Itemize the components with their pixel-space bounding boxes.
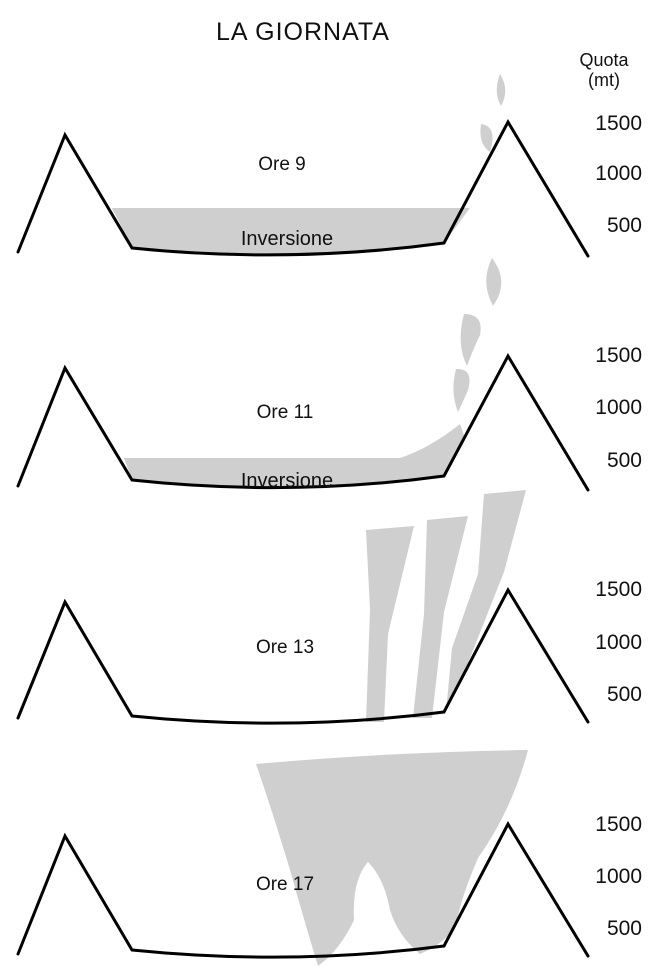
valley-profile [16, 118, 590, 258]
altitude-unit-label: Quota [579, 50, 629, 70]
valley-profile [16, 820, 590, 959]
thermal-column [446, 490, 526, 712]
thermal-bubble [460, 314, 481, 366]
altitude-tick-1500: 1500 [595, 112, 642, 135]
thermal-bubble [453, 368, 470, 412]
valley-profile [16, 352, 590, 492]
thermal-column [413, 516, 468, 718]
altitude-tick-1000: 1000 [595, 396, 642, 419]
inversion-label: Inversione [241, 228, 333, 250]
diagram-title: LA GIORNATA [216, 18, 390, 46]
altitude-tick-1000: 1000 [595, 631, 642, 654]
panel-ore-17: Ore 17 1500 1000 500 [16, 750, 642, 966]
time-label: Ore 17 [256, 874, 314, 895]
time-label: Ore 11 [257, 402, 314, 423]
altitude-tick-500: 500 [607, 214, 642, 237]
inversion-layer [124, 424, 465, 487]
altitude-tick-1000: 1000 [595, 865, 642, 888]
thermal-bubble [486, 258, 502, 306]
altitude-tick-1500: 1500 [595, 344, 642, 367]
altitude-tick-1500: 1500 [595, 578, 642, 601]
altitude-tick-1000: 1000 [595, 162, 642, 185]
altitude-tick-1500: 1500 [595, 813, 642, 836]
thermal-bubble [480, 124, 493, 152]
panel-ore-11: Ore 11 Inversione 1500 1000 500 [16, 258, 642, 492]
panel-ore-13: Ore 13 1500 1000 500 [16, 490, 642, 725]
altitude-tick-500: 500 [607, 449, 642, 472]
thermal-bubble [496, 74, 506, 106]
altitude-tick-500: 500 [607, 683, 642, 706]
valley-profile [16, 586, 590, 725]
time-label: Ore 13 [256, 637, 314, 658]
convection-cell [256, 750, 528, 966]
inversion-label: Inversione [241, 470, 333, 492]
panel-ore-9: Ore 9 Inversione 1500 1000 500 [16, 74, 642, 258]
thermal-column [366, 526, 414, 722]
altitude-unit-label-2: (mt) [588, 70, 620, 90]
inversion-layer [112, 208, 470, 254]
altitude-tick-500: 500 [607, 917, 642, 940]
time-label: Ore 9 [258, 154, 306, 175]
